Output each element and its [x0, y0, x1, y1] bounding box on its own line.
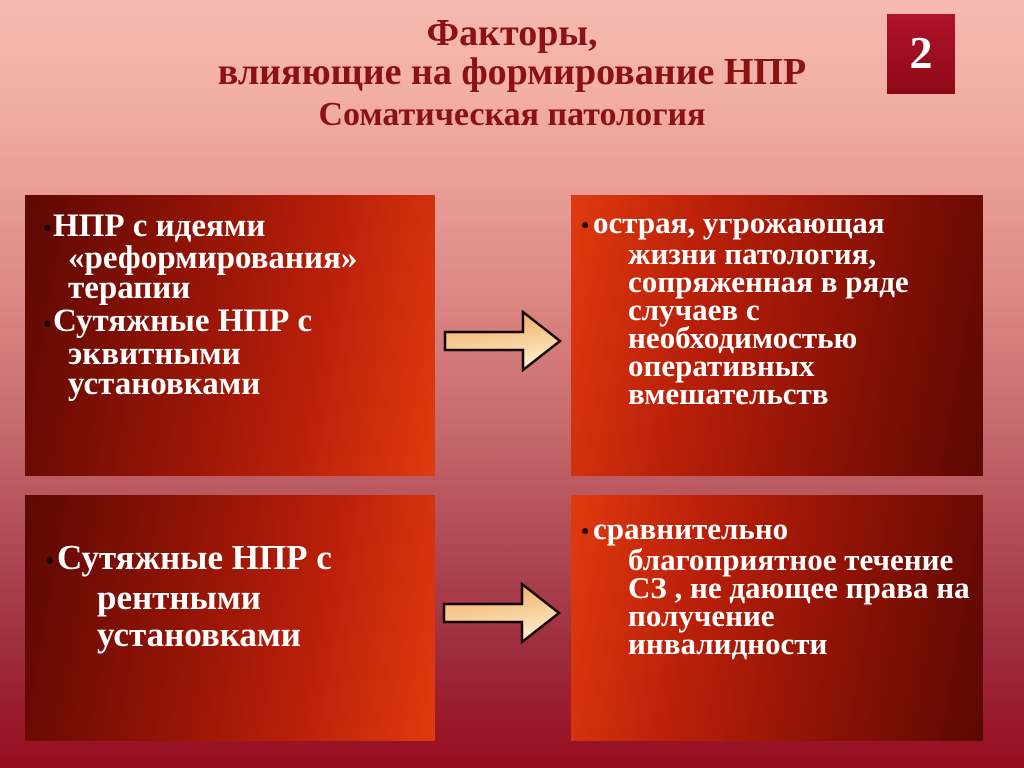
content-box-top-right: ●острая, угрожающая жизни патология, соп…: [571, 195, 983, 476]
bullet-dot-icon: ●: [43, 220, 52, 237]
bullet-item: ●НПР с идеями «реформирования» терапии: [25, 208, 421, 307]
bullet-text: острая, угрожающая жизни патология, сопр…: [593, 205, 909, 411]
page-number-badge: 2: [887, 14, 955, 94]
bullet-dot-icon: ●: [45, 552, 55, 570]
page-title: Факторы, влияющие на формирование НПР: [217, 12, 807, 93]
bullet-dot-icon: ●: [581, 217, 590, 233]
right-arrow-icon: [442, 582, 562, 644]
content-box-bottom-left: ●Сутяжные НПР с рентными установками: [25, 495, 435, 741]
bullet-text: НПР с идеями «реформирования» терапии: [53, 208, 358, 307]
bullet-item: ●Сутяжные НПР с эквитными установками: [25, 303, 421, 402]
bullet-text: Сутяжные НПР с эквитными установками: [53, 303, 313, 402]
content-box-bottom-right: ●сравнительно благоприятное течение СЗ ,…: [571, 495, 983, 741]
bullet-dot-icon: ●: [581, 523, 590, 539]
right-arrow-icon: [443, 310, 563, 372]
content-box-top-left: ●НПР с идеями «реформирования» терапии ●…: [25, 195, 435, 476]
bullet-item: ●сравнительно благоприятное течение СЗ ,…: [571, 513, 977, 659]
bullet-item: ●острая, угрожающая жизни патология, соп…: [571, 207, 977, 409]
bullet-item: ●Сутяжные НПР с рентными установками: [25, 538, 421, 655]
bullet-dot-icon: ●: [43, 315, 52, 332]
bullet-text: Сутяжные НПР с рентными установками: [57, 538, 332, 655]
bullet-text: сравнительно благоприятное течение СЗ , …: [593, 511, 970, 661]
page-subtitle: Соматическая патология: [318, 96, 706, 133]
page-number: 2: [909, 27, 933, 78]
